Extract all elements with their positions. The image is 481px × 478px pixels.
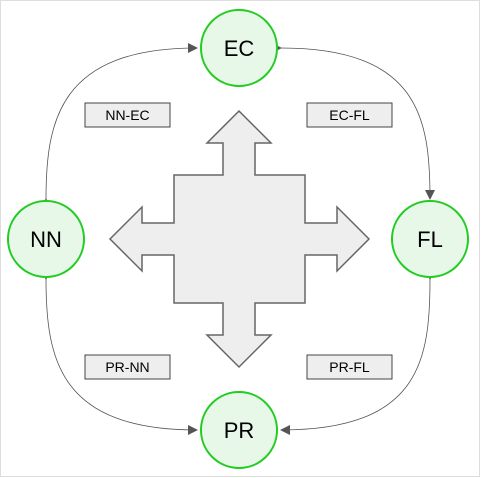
node-fl: FL	[391, 200, 469, 278]
center-four-way-arrow	[108, 109, 371, 369]
edge-label-ec-fl-text: EC-FL	[329, 107, 370, 123]
node-fl-label: FL	[417, 227, 443, 252]
connector-nn-to-ec	[40, 43, 198, 209]
edge-label-pr-fl-text: PR-FL	[329, 359, 370, 375]
node-pr-label: PR	[224, 418, 255, 443]
connector-nn-to-pr	[40, 269, 198, 435]
edge-label-nn-ec: NN-EC	[84, 102, 171, 128]
edge-label-ec-fl: EC-FL	[306, 102, 393, 128]
edge-label-pr-nn-text: PR-NN	[105, 359, 149, 375]
node-nn-label: NN	[30, 227, 62, 252]
connector-ec-to-fl	[271, 42, 435, 200]
edge-label-pr-nn: PR-NN	[84, 354, 171, 380]
connector-fl-to-pr	[280, 269, 436, 435]
node-nn: NN	[7, 200, 85, 278]
edge-label-pr-fl: PR-FL	[306, 354, 393, 380]
node-ec: EC	[200, 9, 278, 87]
node-pr: PR	[200, 391, 278, 469]
edge-label-nn-ec-text: NN-EC	[105, 107, 149, 123]
node-ec-label: EC	[224, 36, 255, 61]
